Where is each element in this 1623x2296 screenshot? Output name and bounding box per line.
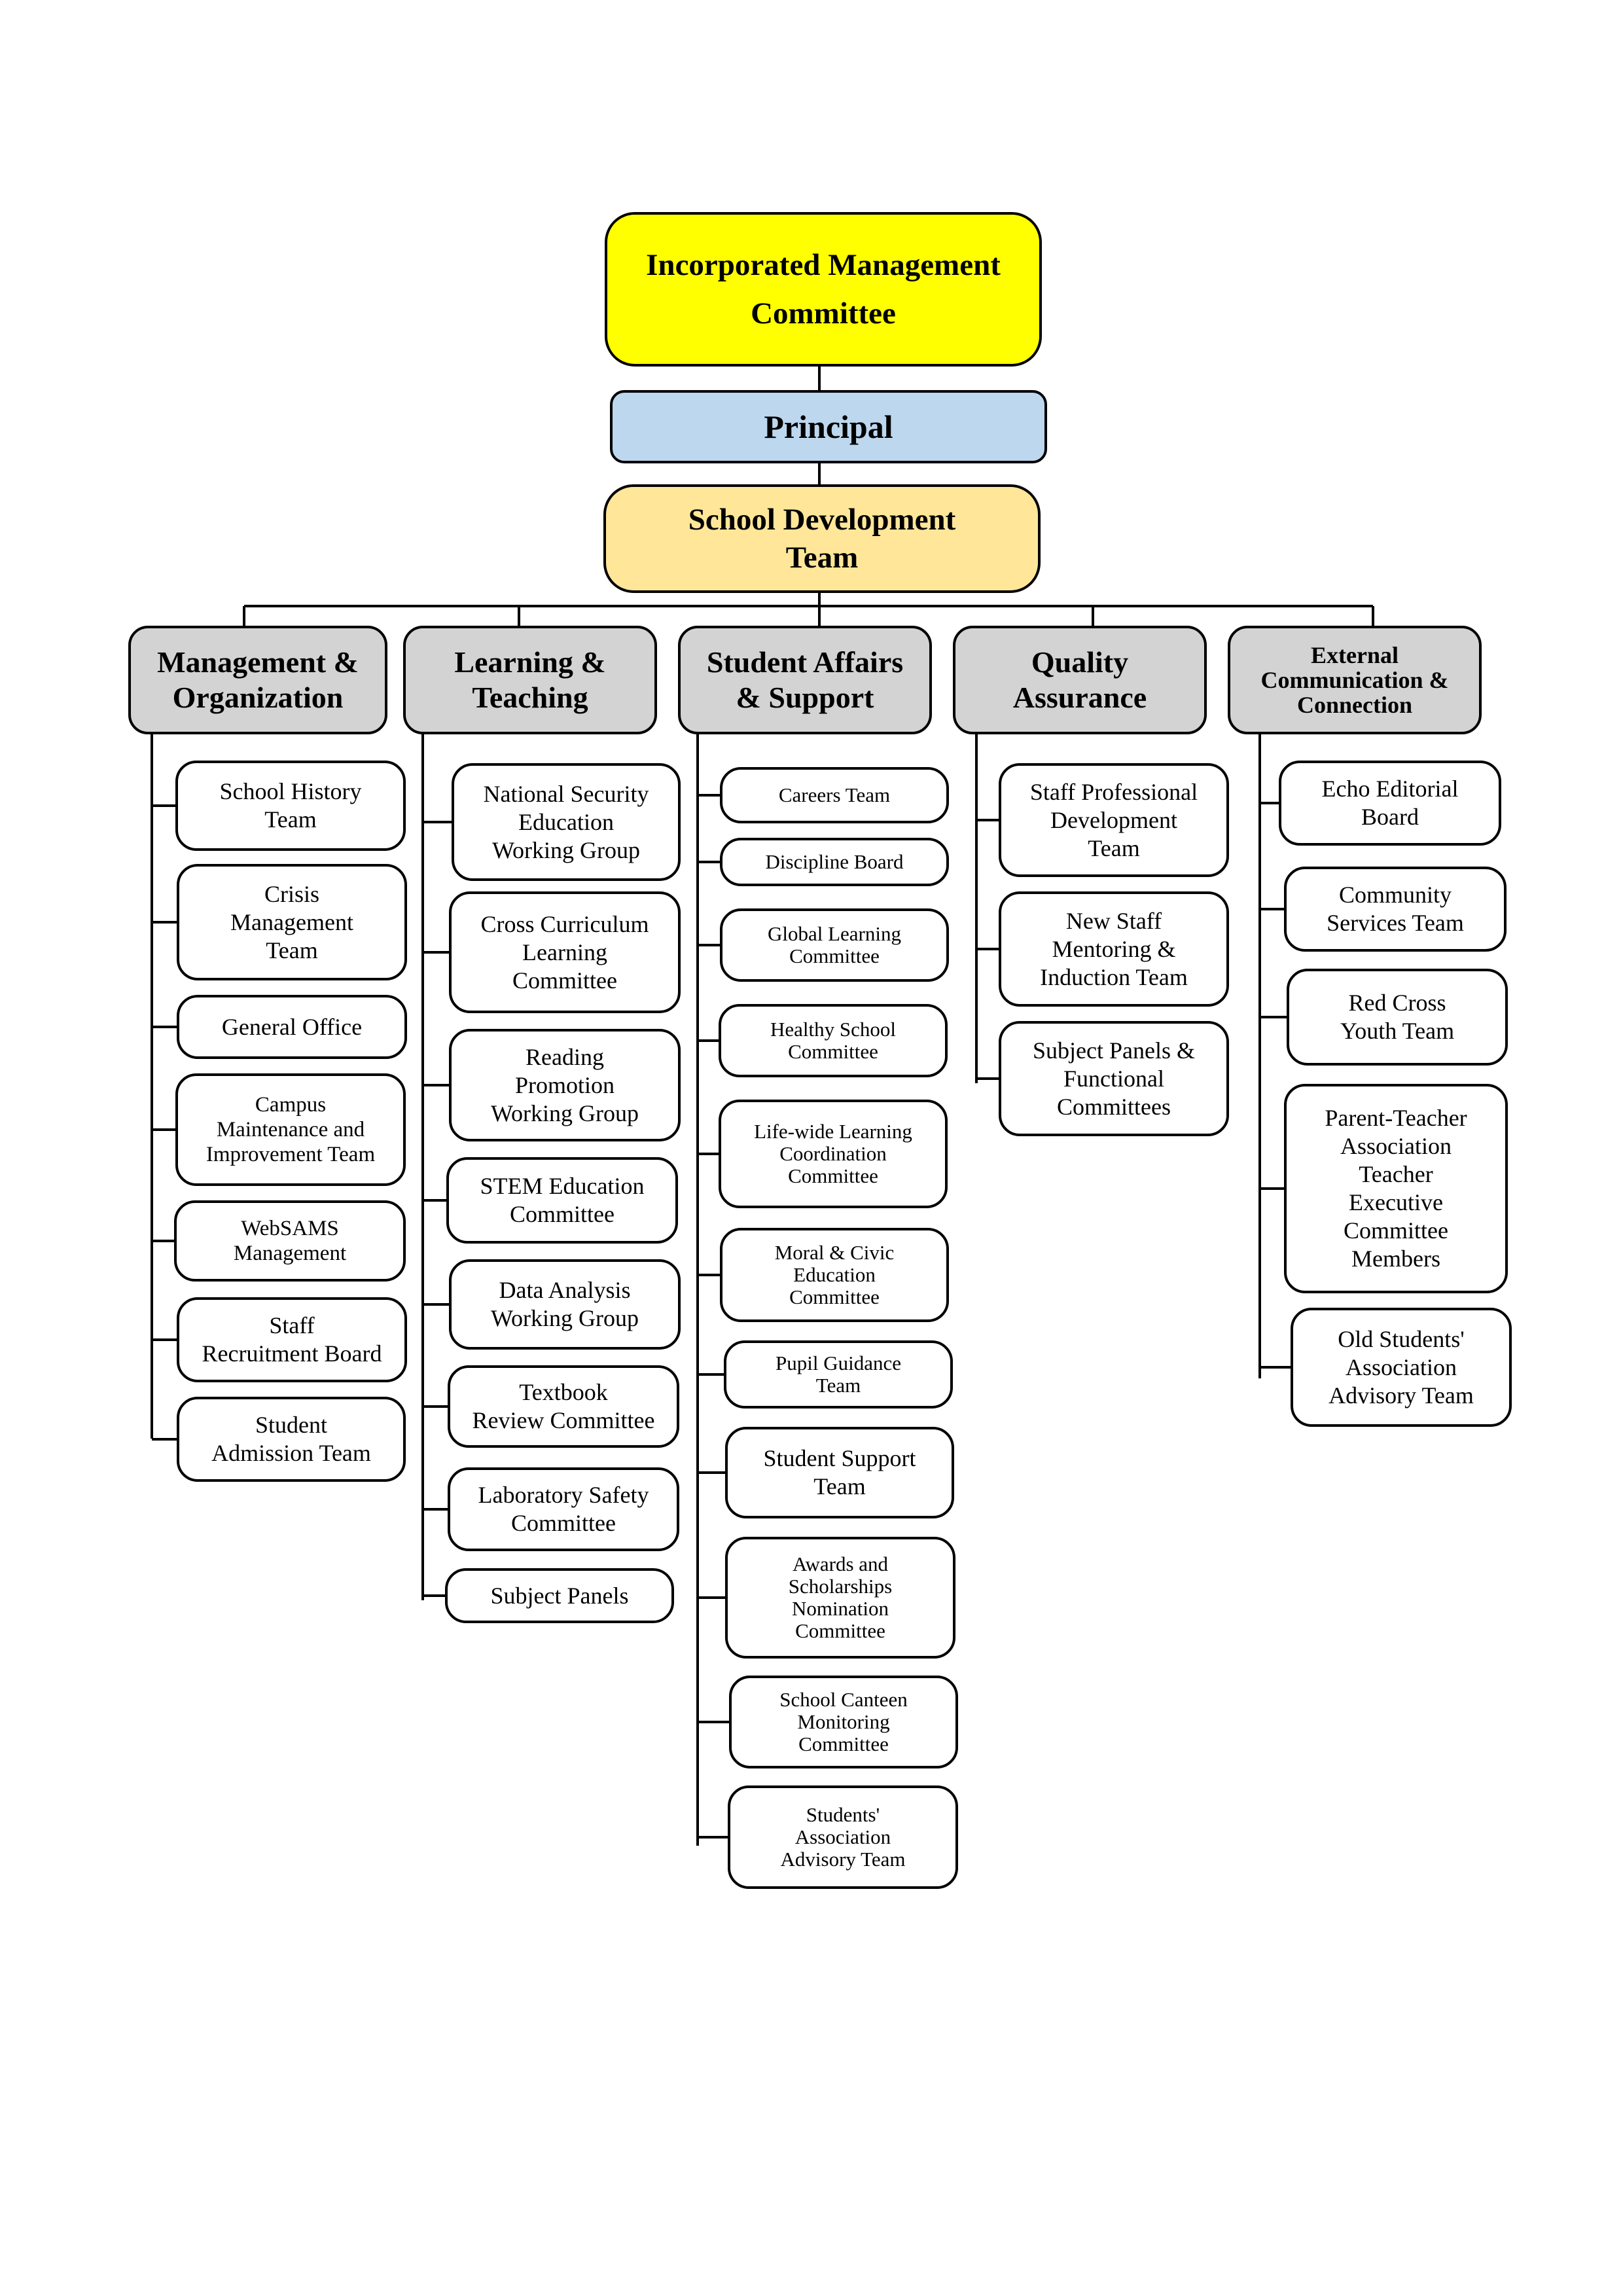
unit-box: Careers Team: [720, 767, 949, 823]
unit-box: Red Cross Youth Team: [1287, 969, 1508, 1066]
unit-box: National Security Education Working Grou…: [452, 763, 681, 881]
unit-box: Pupil Guidance Team: [724, 1340, 953, 1408]
dept-management-organization: Management & Organization: [128, 626, 387, 734]
unit-box: Staff Professional Development Team: [999, 763, 1229, 877]
unit-box: Data Analysis Working Group: [449, 1259, 681, 1350]
unit-box: Community Services Team: [1284, 867, 1507, 952]
unit-box: General Office: [177, 995, 407, 1059]
unit-box: Moral & Civic Education Committee: [720, 1228, 949, 1322]
unit-box: Campus Maintenance and Improvement Team: [175, 1073, 406, 1186]
dept-student-affairs-support: Student Affairs & Support: [678, 626, 932, 734]
unit-box: School Canteen Monitoring Committee: [729, 1676, 958, 1768]
unit-box: Subject Panels: [445, 1568, 674, 1623]
unit-box: Textbook Review Committee: [448, 1365, 679, 1448]
unit-box: Discipline Board: [720, 838, 949, 886]
unit-box: Global Learning Committee: [720, 908, 949, 982]
unit-box: Old Students' Association Advisory Team: [1291, 1308, 1512, 1427]
unit-box: Life-wide Learning Coordination Committe…: [719, 1100, 948, 1208]
unit-box: Laboratory Safety Committee: [448, 1467, 679, 1551]
unit-box: Echo Editorial Board: [1279, 761, 1501, 846]
school-development-team-box: School Development Team: [603, 484, 1041, 593]
unit-box: Awards and Scholarships Nomination Commi…: [725, 1537, 955, 1659]
unit-box: STEM Education Committee: [446, 1157, 678, 1244]
dept-external-communication-connection: External Communication & Connection: [1228, 626, 1482, 734]
unit-box: Cross Curriculum Learning Committee: [449, 891, 681, 1013]
incorporated-management-committee-box: Incorporated Management Committee: [605, 212, 1042, 367]
unit-box: Subject Panels & Functional Committees: [999, 1021, 1229, 1136]
unit-box: Students' Association Advisory Team: [728, 1785, 958, 1889]
unit-box: Reading Promotion Working Group: [449, 1029, 681, 1141]
unit-box: Crisis Management Team: [177, 864, 407, 980]
unit-box: Healthy School Committee: [719, 1004, 948, 1077]
unit-box: School History Team: [175, 761, 406, 851]
unit-box: WebSAMS Management: [174, 1200, 406, 1282]
principal-box: Principal: [610, 390, 1047, 463]
dept-learning-teaching: Learning & Teaching: [403, 626, 657, 734]
unit-box: New Staff Mentoring & Induction Team: [999, 891, 1229, 1007]
unit-box: Student Support Team: [725, 1427, 954, 1518]
dept-quality-assurance: Quality Assurance: [953, 626, 1207, 734]
unit-box: Staff Recruitment Board: [177, 1297, 407, 1382]
unit-box: Student Admission Team: [177, 1397, 406, 1482]
unit-box: Parent-Teacher Association Teacher Execu…: [1284, 1084, 1508, 1293]
